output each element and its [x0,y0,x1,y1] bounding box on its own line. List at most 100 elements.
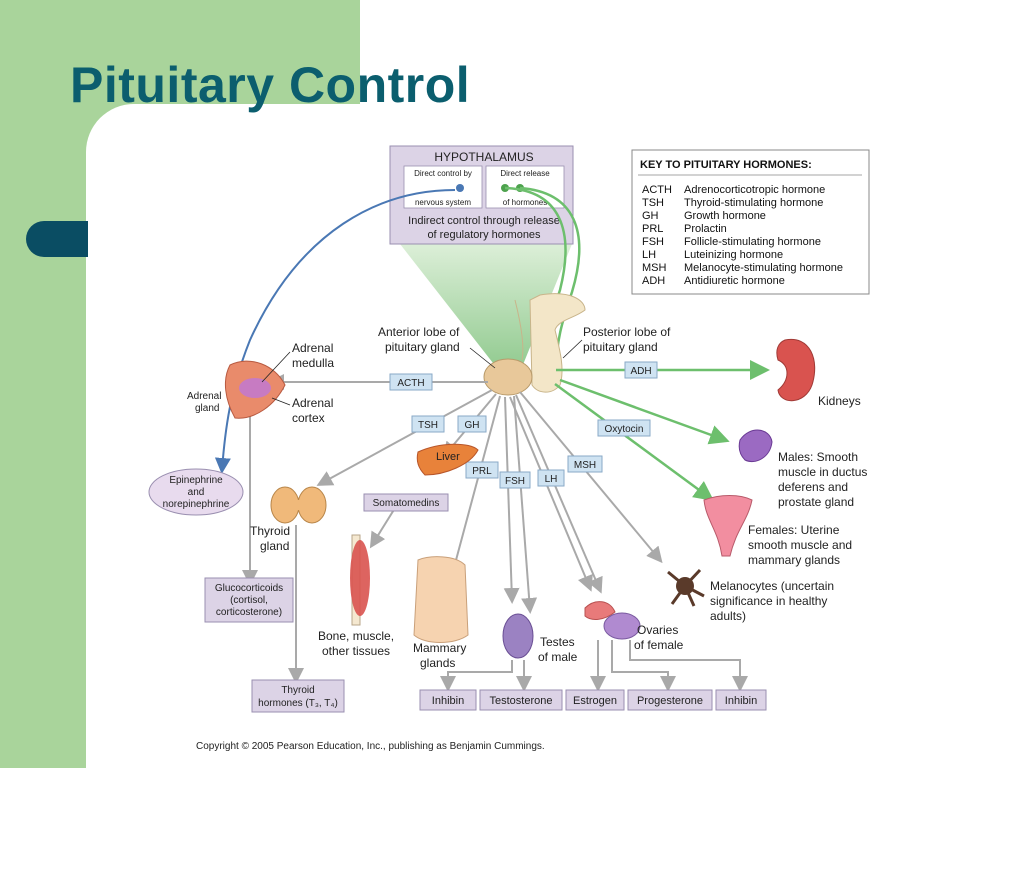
key-name: Thyroid-stimulating hormone [684,197,823,209]
pituitary-diagram: HYPOTHALAMUS Direct control by nervous s… [148,145,870,713]
key-abbr: TSH [642,197,664,209]
adrenal-gland-label-2: gland [195,403,219,414]
key-abbr: ACTH [642,184,672,196]
males-label-3: deferens and [778,480,848,494]
direct-release-line2: of hormones [503,198,547,207]
tag-fsh [499,471,531,489]
hypothalamus-box: HYPOTHALAMUS Direct control by nervous s… [389,145,574,245]
key-abbr: PRL [642,223,663,235]
thyroid-hormones-box [251,679,345,713]
key-name: Adrenocorticotropic hormone [684,184,825,196]
pituitary-gland [483,293,586,396]
posterior-arrows [554,360,770,501]
svg-text:Inhibin: Inhibin [432,695,464,707]
males-label-4: prostate gland [778,495,854,509]
melanocytes-label-2: significance in healthy [710,594,827,608]
svg-text:LH: LH [545,474,558,485]
tag-lh [537,469,565,487]
indirect-control-line2: of regulatory hormones [427,229,541,241]
males-label-2: muscle in ductus [778,465,867,479]
svg-text:Estrogen: Estrogen [573,695,617,707]
females-label-3: mammary glands [748,553,840,567]
key-name: Luteinizing hormone [684,249,783,261]
females-label-1: Females: Uterine [748,523,840,537]
ovaries-illustration [584,601,641,640]
adrenal-gland-label-1: Adrenal [187,391,221,402]
male-gland-illustration [738,429,773,463]
tag-tsh [411,415,445,433]
muscle-bone-illustration [350,534,370,626]
testes-label-2: of male [538,650,578,664]
mammary-label-2: glands [420,656,455,670]
tag-adh [624,361,658,379]
glucocorticoids-box [204,577,294,623]
svg-text:Thyroid: Thyroid [281,685,314,696]
navy-tab-decoration [26,221,88,257]
mammary-label-1: Mammary [413,641,466,655]
somatomedins-box [363,493,449,512]
liver-label: Liver [436,451,460,463]
posterior-lobe-label-2: pituitary gland [583,340,658,354]
svg-text:Glucocorticoids: Glucocorticoids [215,583,283,594]
hypothalamus-title: HYPOTHALAMUS [434,150,533,164]
bone-label-1: Bone, muscle, [318,629,394,643]
tag-oxytocin [597,419,651,437]
direct-control-line1: Direct control by [414,169,472,178]
adrenal-medulla-label-1: Adrenal [292,341,333,355]
key-abbr: LH [642,249,656,261]
key-abbr: ADH [642,275,665,287]
bottom-connectors [440,640,748,692]
svg-text:and: and [188,487,205,498]
svg-text:Epinephrine: Epinephrine [169,475,223,486]
kidneys-label: Kidneys [818,394,861,408]
adrenal-cortex-label-1: Adrenal [292,396,333,410]
svg-text:Somatomedins: Somatomedins [373,498,440,509]
svg-text:MSH: MSH [574,460,596,471]
svg-text:PRL: PRL [472,466,492,477]
thyroid-label-1: Thyroid [250,524,290,538]
melanocytes-label-1: Melanocytes (uncertain [710,579,834,593]
testosterone-box [479,689,563,711]
svg-text:ACTH: ACTH [397,378,424,389]
direct-release-line1: Direct release [500,169,550,178]
males-label-1: Males: Smooth [778,450,858,464]
key-abbr: MSH [642,262,667,274]
svg-text:GH: GH [465,420,480,431]
hormone-tags: ACTH TSH GH PRL FSH LH MSH ADH Oxytocin [389,361,658,489]
inhibin-box-male [419,689,477,711]
tag-acth [389,373,433,391]
indirect-control-line1: Indirect control through release [408,215,560,227]
ovaries-label-1: Ovaries [637,623,678,637]
svg-text:Oxytocin: Oxytocin [605,424,644,435]
svg-text:(cortisol,: (cortisol, [230,595,268,606]
key-name: Follicle-stimulating hormone [684,236,821,248]
svg-text:Testosterone: Testosterone [490,695,553,707]
tag-prl [465,461,499,479]
adrenal-gland-illustration [224,360,286,419]
bottom-hormone-boxes: Inhibin Testosterone Estrogen Progestero… [419,689,767,711]
svg-text:ADH: ADH [630,366,651,377]
thyroid-illustration [270,486,327,524]
regulatory-funnel [400,244,572,372]
neuron-icon-blue [456,184,464,192]
bone-label-2: other tissues [322,644,390,658]
kidney-illustration [776,338,816,402]
anterior-lobe-label-1: Anterior lobe of [378,325,460,339]
liver-illustration [416,443,479,476]
melanocyte-illustration [667,568,705,607]
anterior-lobe-label-2: pituitary gland [385,340,460,354]
top-white-area [360,0,1024,110]
epinephrine-bubble [148,468,244,516]
key-name: Prolactin [684,223,727,235]
estrogen-box [565,689,625,711]
females-label-2: smooth muscle and [748,538,852,552]
direct-control-line2: nervous system [415,198,471,207]
nervous-control-arrow [214,189,456,474]
posterior-lobe-label-1: Posterior lobe of [583,325,671,339]
thyroid-label-2: gland [260,539,289,553]
svg-text:Progesterone: Progesterone [637,695,703,707]
slide-title: Pituitary Control [70,57,471,113]
svg-text:corticosterone): corticosterone) [216,607,282,618]
svg-text:Inhibin: Inhibin [725,695,757,707]
